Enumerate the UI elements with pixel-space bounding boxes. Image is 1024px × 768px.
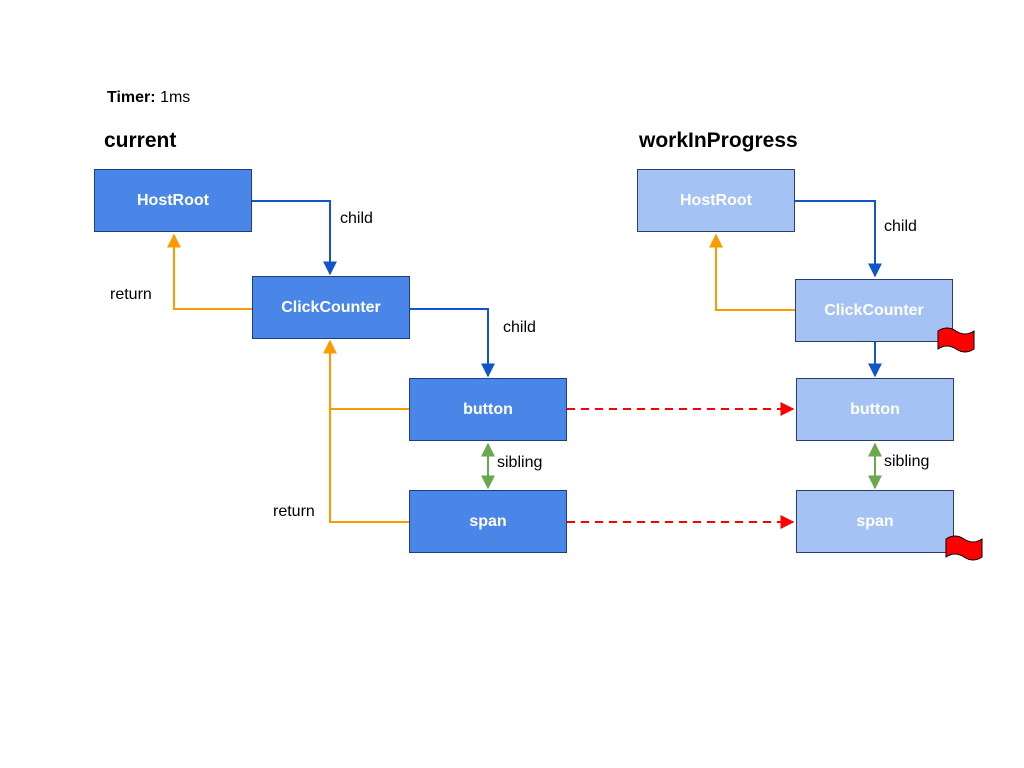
current-button-node: button (409, 378, 567, 441)
return-edge-span-to-clickcounter (329, 409, 409, 523)
red-flag-icon (937, 327, 975, 353)
timer-value: 1ms (160, 89, 191, 106)
current-span-node: span (409, 490, 567, 553)
wip-span-node: span (796, 490, 954, 553)
current-sibling-label: sibling (497, 454, 543, 471)
return-edge-button-to-clickcounter (323, 339, 409, 410)
current-child-label-2: child (503, 319, 536, 336)
red-flag-icon (945, 535, 983, 561)
wip-hostroot-node: HostRoot (637, 169, 795, 232)
wip-child-label: child (884, 218, 917, 235)
child-edge-clickcounter-to-button (408, 308, 495, 378)
current-clickcounter-node: ClickCounter (252, 276, 410, 339)
wip-tree-heading: workInProgress (639, 129, 798, 152)
wip-return-edge-clickcounter-to-hostroot (709, 233, 795, 311)
wip-button-node: button (796, 378, 954, 441)
current-hostroot-node: HostRoot (94, 169, 252, 232)
current-child-label-1: child (340, 210, 373, 227)
current-tree-heading: current (104, 129, 177, 152)
wip-clickcounter-node: ClickCounter (795, 279, 953, 342)
wip-sibling-label: sibling (884, 453, 930, 470)
child-edge-hostroot-to-clickcounter (252, 200, 337, 276)
current-return-label-1: return (110, 286, 152, 303)
current-return-label-2: return (273, 503, 315, 520)
wip-child-edge-hostroot-to-clickcounter (795, 200, 882, 278)
timer-readout: Timer: 1ms (107, 89, 190, 107)
return-edge-clickcounter-to-hostroot (167, 233, 252, 310)
timer-label: Timer: (107, 89, 156, 106)
